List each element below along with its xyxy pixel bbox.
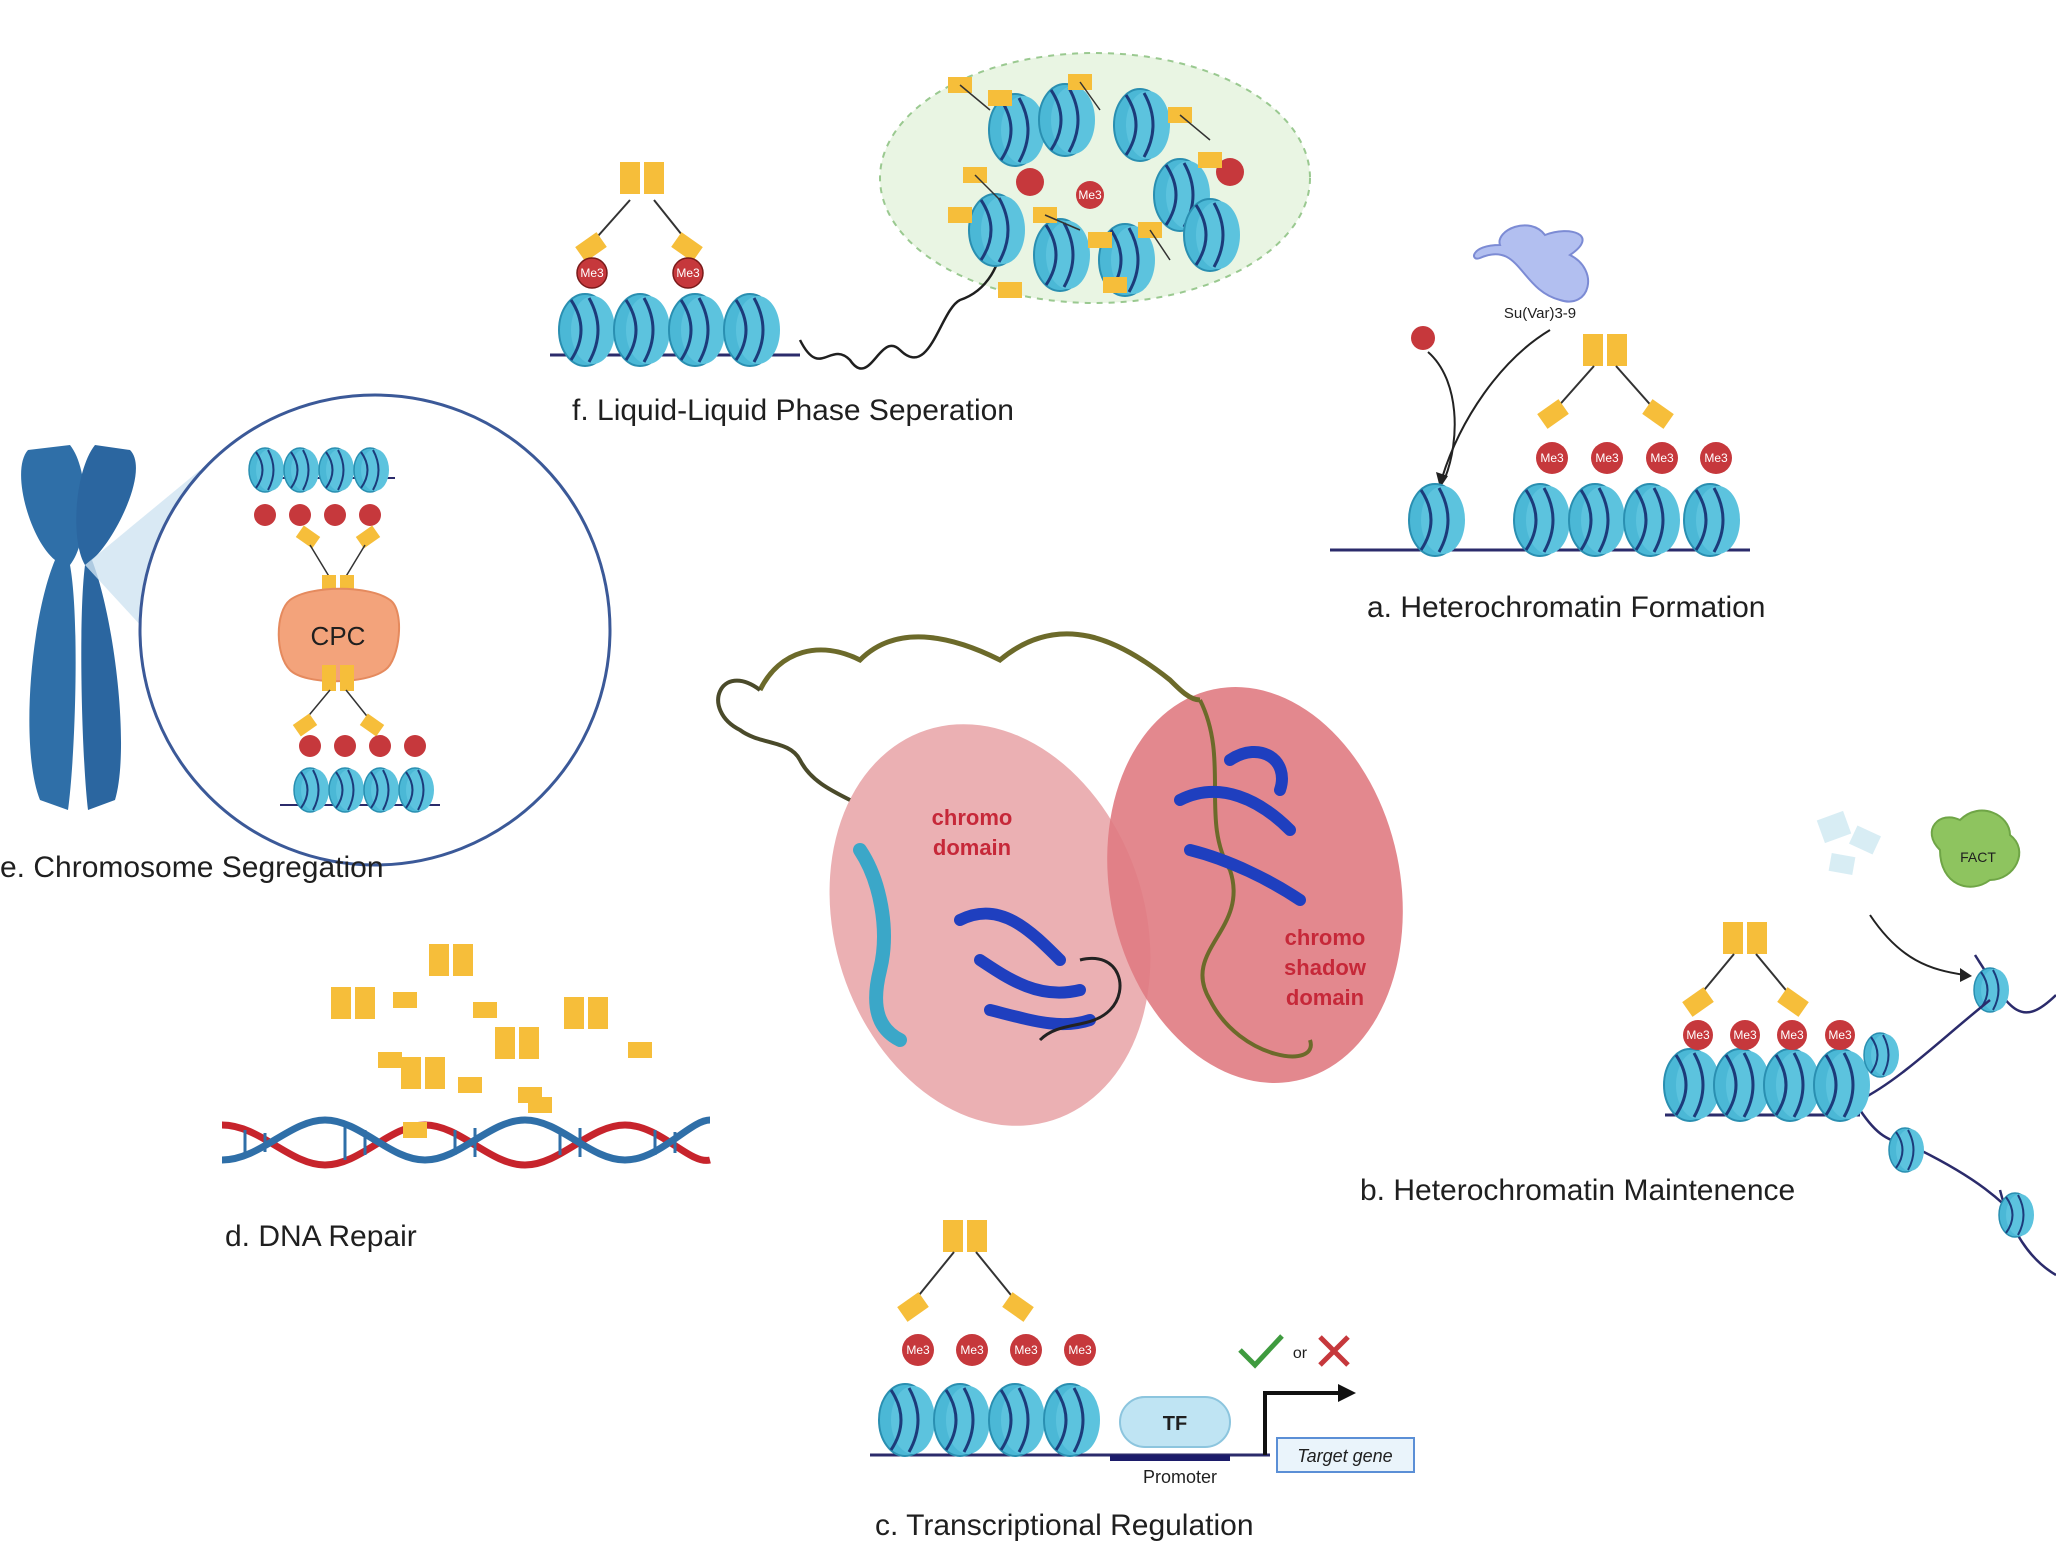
svg-text:Me3: Me3 (1704, 451, 1728, 465)
suvar-label: Su(Var)3-9 (1504, 305, 1576, 322)
chromo-domain-label-2: domain (933, 835, 1011, 860)
panel-b-maintenance: FACT Me3 Me3 Me3 Me3 b. Heterochromatin … (1360, 809, 2056, 1277)
target-gene-box (1276, 1437, 1415, 1473)
svg-text:Me3: Me3 (1595, 451, 1619, 465)
chromatid-left (21, 445, 85, 810)
caption-a: a. Heterochromatin Formation (1367, 591, 1766, 624)
panel-d-dna-repair: d. DNA Repair (221, 944, 711, 1253)
nucleosome (1407, 482, 1467, 558)
panel-hp1-structure: chromo domain chromo shadow domain (716, 631, 1403, 1126)
panel-e-segregation: CPC e. Chromosome Segregation (0, 393, 612, 884)
svg-text:Me3: Me3 (906, 1343, 930, 1357)
me3-row: Me3 Me3 Me3 Me3 (1536, 442, 1732, 474)
me3-label: Me3 (580, 266, 604, 280)
caption-b: b. Heterochromatin Maintenence (1360, 1174, 1795, 1207)
chromo-shadow-domain-shading (1107, 687, 1403, 1083)
svg-text:Me3: Me3 (960, 1343, 984, 1357)
shadow-domain-label-1: chromo (1285, 925, 1366, 950)
nucleosome (722, 292, 782, 368)
me3-label: Me3 (676, 266, 700, 280)
check-icon (1238, 1334, 1284, 1369)
me3-free (1411, 326, 1435, 350)
caption-d: d. DNA Repair (225, 1220, 417, 1253)
panel-c-transcription: Me3 Me3 Me3 Me3 TF Promoter Target gene … (870, 1220, 1415, 1542)
nucleosome (612, 292, 672, 368)
cross-icon (1318, 1335, 1350, 1367)
hp1-dimer (943, 1220, 987, 1252)
chromatid-right (76, 445, 136, 810)
promoter-label: Promoter (1143, 1467, 1217, 1487)
hp1-dimer (620, 162, 664, 194)
evicted-histones (1816, 810, 1882, 875)
hp1-dimer (1723, 922, 1767, 954)
svg-text:Me3: Me3 (1650, 451, 1674, 465)
or-label: or (1293, 1345, 1308, 1362)
tf-label: TF (1163, 1413, 1187, 1435)
svg-text:Me3: Me3 (1014, 1343, 1038, 1357)
dna-strand-blue (221, 1116, 711, 1164)
me3-mark (672, 257, 704, 289)
nucleosome (667, 292, 727, 368)
cpc-complex (277, 587, 401, 683)
target-gene-label: Target gene (1297, 1446, 1392, 1466)
suvar-enzyme (1473, 224, 1589, 303)
svg-text:Me3: Me3 (1686, 1028, 1710, 1042)
svg-text:Me3: Me3 (1540, 451, 1564, 465)
llps-droplet (879, 52, 1311, 304)
svg-text:Me3: Me3 (1068, 1343, 1092, 1357)
shadow-domain-label-3: domain (1286, 985, 1364, 1010)
chromo-domain-label-1: chromo (932, 805, 1013, 830)
caption-f: f. Liquid-Liquid Phase Seperation (572, 394, 1014, 427)
me3-mark (576, 257, 608, 289)
panel-a-formation: Su(Var)3-9 Me3 Me3 Me3 Me3 a. Heterochro… (1330, 224, 1766, 624)
nucleosome (557, 292, 617, 368)
svg-text:Me3: Me3 (1780, 1028, 1804, 1042)
tss-arrow (1263, 1391, 1340, 1455)
svg-text:Me3: Me3 (1078, 188, 1102, 202)
svg-text:Me3: Me3 (1828, 1028, 1852, 1042)
shadow-domain-label-2: shadow (1284, 955, 1367, 980)
svg-text:Me3: Me3 (1733, 1028, 1757, 1042)
fact-complex (1930, 809, 2021, 888)
tf-protein (1119, 1396, 1231, 1448)
fact-label: FACT (1960, 849, 1996, 865)
hp1-dimer (1583, 334, 1627, 366)
cpc-label: CPC (311, 621, 366, 651)
caption-c: c. Transcriptional Regulation (875, 1509, 1254, 1542)
panel-f-llps: Me3 Me3 Me3 f. Liquid-Liquid Phase Seper… (550, 52, 1311, 427)
caption-e: e. Chromosome Segregation (0, 851, 384, 884)
hp1-dimer (429, 944, 473, 976)
llps-linker-dna (798, 249, 1002, 370)
